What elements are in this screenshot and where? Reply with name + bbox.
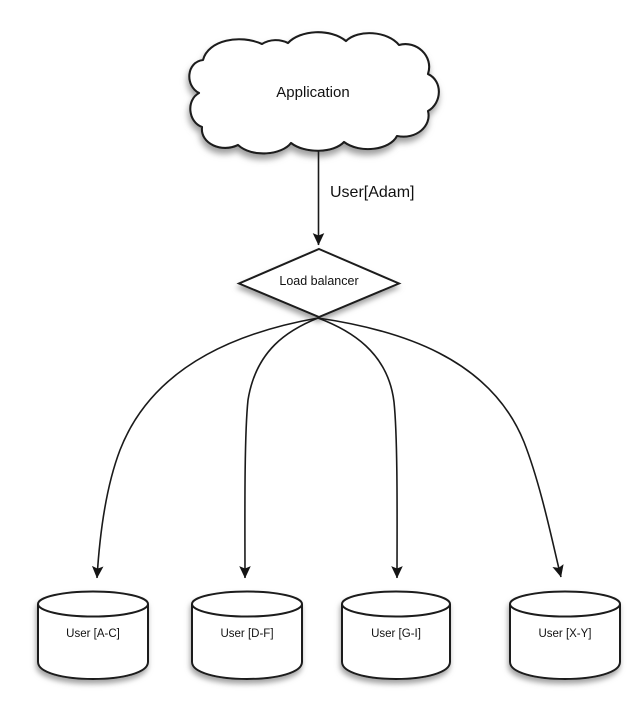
- edge-load-balancer-to-db-1: [239, 317, 319, 579]
- edge-load-balancer-to-db-2: [317, 317, 403, 579]
- edge-load-balancer-to-db-3: [317, 317, 564, 578]
- database-cylinder-icon: [191, 590, 303, 681]
- database-cylinder-icon: [37, 590, 149, 681]
- diamond-decision-icon: [236, 247, 402, 319]
- edge-load-balancer-to-db-0: [91, 317, 319, 579]
- cloud-icon: [188, 31, 440, 155]
- database-cylinder-icon: [509, 590, 621, 681]
- database-cylinder-icon: [341, 590, 451, 681]
